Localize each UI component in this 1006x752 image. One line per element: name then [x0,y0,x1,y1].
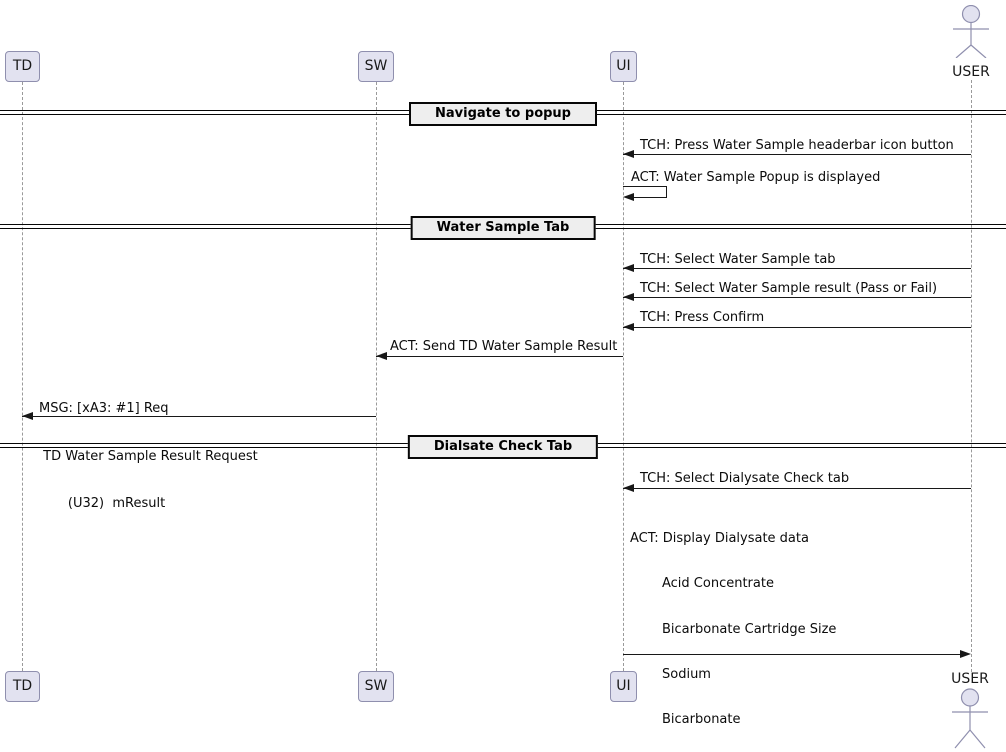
participant-ui-bottom: UI [610,671,637,702]
message-msg-request-line [22,416,376,417]
divider-navigate-to-popup: Navigate to popup [409,102,597,126]
actor-user-figure-bottom [952,688,988,749]
arrowhead-left-icon [623,484,634,492]
arrowhead-left-icon [623,264,634,272]
message-send-result-line [376,356,623,357]
message-press-header-icon-line [623,154,971,155]
message-popup-displayed-label: ACT: Water Sample Popup is displayed [631,170,881,185]
message-display-dialysate-title: ACT: Display Dialysate data [630,531,809,546]
message-popup-displayed-line-bottom [630,197,667,198]
participant-ui-top: UI [610,51,637,82]
participant-td-top: TD [5,51,40,82]
message-msg-request-label: MSG: [xA3: #1] Req TD Water Sample Resul… [39,370,258,543]
message-press-header-icon-label: TCH: Press Water Sample headerbar icon b… [640,138,954,153]
arrowhead-left-icon [22,412,33,420]
message-msg-request-line2: TD Water Sample Result Request [39,448,258,464]
participant-td-bottom: TD [5,671,40,702]
participant-sw-top: SW [358,51,394,82]
dialysate-item: Acid Concentrate [662,576,774,592]
divider-dialsate-check-tab: Dialsate Check Tab [407,435,599,459]
message-press-confirm-label: TCH: Press Confirm [640,310,765,325]
message-press-confirm-line [623,327,971,328]
dialysate-item: Bicarbonate [662,712,741,728]
message-popup-displayed-line-side [666,186,667,197]
message-send-result-label: ACT: Send TD Water Sample Result [390,339,618,354]
message-select-result-line [623,297,971,298]
arrowhead-left-icon [623,323,634,331]
actor-user-label-top: USER [952,64,990,80]
arrowhead-left-icon [623,293,634,301]
message-select-tab-line [623,268,971,269]
arrowhead-right-icon [960,650,971,658]
message-select-dialysate-label: TCH: Select Dialysate Check tab [640,471,850,486]
arrowhead-left-icon [623,150,634,158]
message-select-tab-label: TCH: Select Water Sample tab [640,252,836,267]
message-popup-displayed-line-top [623,186,667,187]
arrowhead-left-icon [376,352,387,360]
message-select-result-label: TCH: Select Water Sample result (Pass or… [640,281,938,296]
lifeline-td [22,82,23,671]
lifeline-user [971,80,972,672]
divider-water-sample-tab: Water Sample Tab [410,216,596,240]
message-display-dialysate-label: ACT: Display Dialysate data Acid Concent… [630,501,899,752]
actor-user-label-bottom: USER [951,671,989,687]
message-display-dialysate-line [623,654,960,655]
message-select-dialysate-line [623,488,971,489]
lifeline-sw [376,82,377,671]
lifeline-ui [623,82,624,671]
message-msg-request-line1: MSG: [xA3: #1] Req [39,401,169,417]
participant-sw-bottom: SW [358,671,394,702]
dialysate-item: Sodium [662,666,711,682]
actor-user-figure-top [953,5,989,58]
message-msg-request-line3: (U32) mResult [39,495,166,511]
dialysate-item: Bicarbonate Cartridge Size [662,621,837,637]
arrowhead-left-icon [623,193,634,201]
